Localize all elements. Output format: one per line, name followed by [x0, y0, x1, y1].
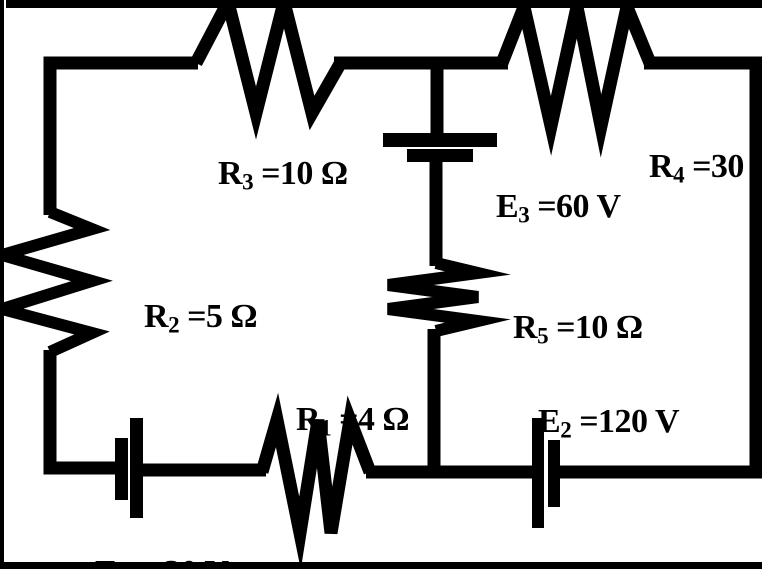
label-r4-symbol: R: [649, 148, 674, 185]
label-r2: R2 =5 Ω: [112, 266, 258, 371]
wire-top-left: [43, 56, 198, 215]
label-e2: E2 =120 V: [506, 371, 680, 476]
label-r2-subscript: 2: [168, 312, 180, 338]
label-e3: E3 =60 V: [464, 156, 621, 261]
resistor-r5-zigzag: [387, 257, 511, 337]
label-r5: R5 =10 Ω: [481, 277, 643, 382]
border-left: [0, 0, 4, 569]
label-r3-symbol: R: [218, 155, 243, 192]
battery-e1-plate-short: [115, 438, 128, 500]
wire-top-right-and-right-side: [555, 56, 762, 479]
label-e2-value: =120 V: [571, 403, 680, 440]
battery-e3-plate-short: [407, 149, 473, 162]
label-r4-subscript: 4: [673, 162, 685, 188]
label-r2-value: =5 Ω: [179, 298, 258, 335]
border-bottom: [0, 562, 762, 569]
label-r1-subscript: 1: [320, 415, 332, 441]
label-e3-symbol: E: [496, 188, 519, 225]
label-r5-subscript: 5: [537, 323, 549, 349]
resistor-r2-zigzag: [0, 206, 113, 358]
label-e1: E1 =30 V: [63, 522, 229, 569]
battery-e2-plate-short: [548, 440, 560, 507]
label-e3-value: =60 V: [529, 188, 621, 225]
label-r1-value: =4 Ω: [331, 401, 410, 438]
label-e1-symbol: E: [95, 554, 118, 569]
label-e2-subscript: 2: [560, 417, 572, 443]
label-r3-value: =10 Ω: [253, 155, 348, 192]
label-r5-symbol: R: [513, 309, 538, 346]
border-top: [6, 0, 762, 8]
label-r2-symbol: R: [144, 298, 169, 335]
battery-e1-plate-long: [130, 418, 143, 518]
label-r1-symbol: R: [296, 401, 321, 438]
resistor-r1-zigzag: [255, 392, 377, 569]
label-r4: R4 =30 Ω: [617, 116, 762, 221]
resistor-r3-zigzag: [190, 0, 346, 140]
label-r5-value: =10 Ω: [548, 309, 643, 346]
label-r3-subscript: 3: [242, 169, 254, 195]
label-r3: R3 =10 Ω: [186, 123, 348, 228]
wire-bottom-left-corner: [43, 350, 121, 475]
label-r4-value: =30 Ω: [692, 148, 762, 185]
resistor-r4-zigzag: [495, 0, 657, 158]
battery-e3-plate-long: [383, 133, 497, 147]
label-e1-value: =30 V: [137, 554, 229, 569]
label-r1: R1 =4 Ω: [264, 369, 410, 474]
label-e2-symbol: E: [538, 403, 561, 440]
label-e3-subscript: 3: [518, 202, 530, 228]
